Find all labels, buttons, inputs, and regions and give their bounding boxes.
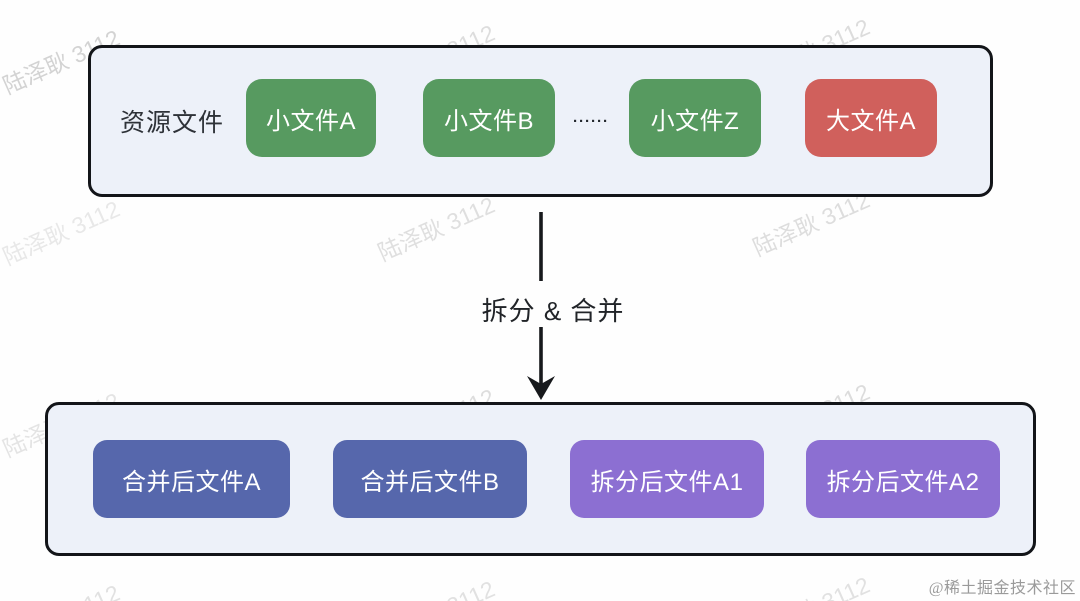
source-files-panel: 资源文件 小文件A 小文件B ······ 小文件Z 大文件A (88, 45, 993, 197)
result-files-panel: 合并后文件A 合并后文件B 拆分后文件A1 拆分后文件A2 (45, 402, 1036, 556)
node-big-file-a: 大文件A (805, 79, 937, 157)
source-files-label: 资源文件 (120, 109, 225, 137)
watermark: 陆泽耿 3112 (0, 574, 124, 601)
node-merged-file-b: 合并后文件B (333, 440, 527, 518)
ellipsis-dots: ······ (573, 112, 609, 130)
node-split-file-a2: 拆分后文件A2 (806, 440, 1000, 518)
node-small-file-b: 小文件B (423, 79, 555, 157)
watermark: 陆泽耿 3112 (371, 570, 499, 601)
watermark: 陆泽耿 3112 (373, 191, 499, 267)
node-split-file-a1: 拆分后文件A1 (570, 440, 764, 518)
node-merged-file-a: 合并后文件A (93, 440, 290, 518)
node-small-file-z: 小文件Z (629, 79, 761, 157)
watermark: 陆泽耿 3112 (0, 195, 124, 271)
credit-text: @稀土掘金技术社区 (928, 580, 1076, 597)
watermark: 陆泽耿 3112 (746, 566, 874, 601)
node-small-file-a: 小文件A (246, 79, 376, 157)
arrowhead-icon (527, 376, 555, 400)
flow-label: 拆分 & 合并 (481, 296, 625, 326)
